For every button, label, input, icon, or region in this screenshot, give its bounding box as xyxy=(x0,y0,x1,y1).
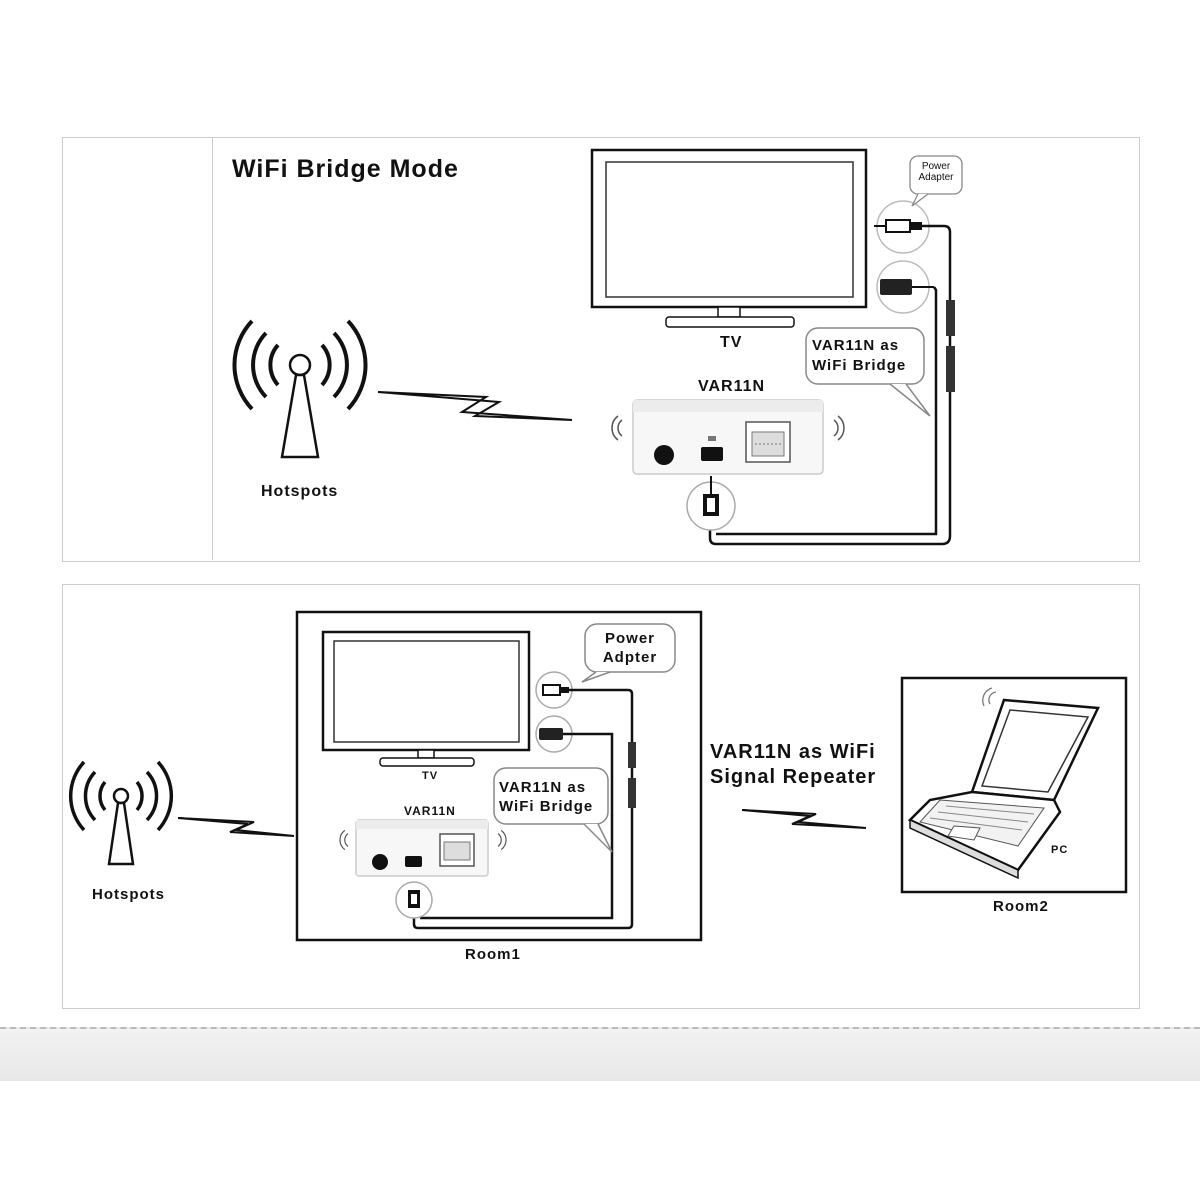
callout-line: Adpter xyxy=(602,649,658,666)
tv-label: TV xyxy=(720,334,743,351)
callout-line: Power xyxy=(921,161,951,172)
router-icon xyxy=(355,819,489,877)
repeater-label-line: VAR11N as WiFi xyxy=(710,741,876,763)
usb-port-icon xyxy=(701,447,723,461)
ethernet-port-icon xyxy=(745,421,791,463)
tv-icon xyxy=(321,630,531,767)
power-jack-icon xyxy=(654,445,674,465)
room2-label: Room2 xyxy=(993,898,1049,915)
device-label: VAR11N xyxy=(698,378,766,395)
laptop-icon xyxy=(907,687,1100,880)
tv-label: TV xyxy=(422,770,439,782)
page-title: WiFi Bridge Mode xyxy=(232,155,459,183)
callout-line: WiFi Bridge xyxy=(499,798,594,815)
hotspots-label: Hotspots xyxy=(261,483,339,500)
power-jack-icon xyxy=(372,854,388,870)
lightning-bolt-icon xyxy=(377,391,573,421)
ethernet-port-icon xyxy=(439,833,475,867)
lightning-bolt-icon xyxy=(177,817,295,837)
lightning-bolt-icon xyxy=(741,809,867,829)
repeater-label-line: Signal Repeater xyxy=(710,766,877,788)
device-label: VAR11N xyxy=(404,804,456,818)
antenna-tower-icon xyxy=(68,760,174,866)
panel-divider xyxy=(212,137,213,560)
callout-line: VAR11N as xyxy=(499,779,587,796)
repeater-label: VAR11N as WiFi Signal Repeater xyxy=(710,740,876,790)
pc-label: PC xyxy=(1051,844,1069,856)
footer-band xyxy=(0,1027,1200,1081)
usb-port-icon xyxy=(405,856,422,867)
router-icon xyxy=(632,399,824,475)
hotspots-label: Hotspots xyxy=(92,886,165,903)
antenna-tower-icon xyxy=(232,319,368,459)
bridge-callout: VAR11N as WiFi Bridge xyxy=(812,336,922,376)
power-adapter-callout: Power Adpter xyxy=(588,629,672,667)
room1-label: Room1 xyxy=(465,946,521,963)
callout-line: Power xyxy=(604,630,655,647)
tv-icon xyxy=(590,148,868,328)
callout-line: VAR11N as xyxy=(812,337,900,354)
callout-line: Adapter xyxy=(918,172,954,183)
power-adapter-callout: Power Adapter xyxy=(912,161,960,183)
callout-line: WiFi Bridge xyxy=(812,357,907,374)
bridge-callout: VAR11N as WiFi Bridge xyxy=(499,778,607,816)
